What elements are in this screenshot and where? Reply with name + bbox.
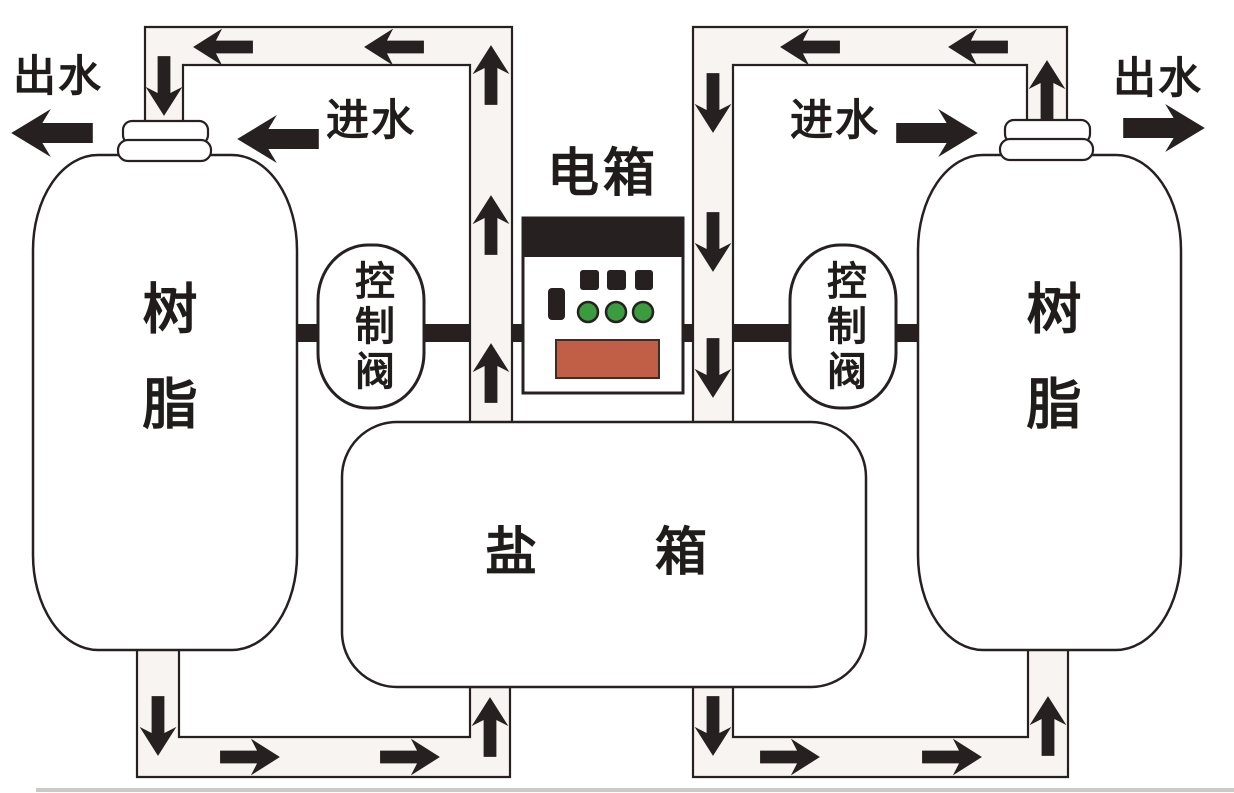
resin-tank-right-label: 树脂 — [1017, 280, 1081, 470]
electric-box — [521, 216, 685, 395]
indicator-light-icon — [631, 300, 655, 324]
inlet-left-label: 进水 — [326, 96, 416, 146]
inlet-arrow-icon — [237, 115, 319, 163]
electric-box-label: 电箱 — [546, 144, 659, 204]
outlet-arrow-icon — [11, 109, 93, 157]
page-edge-line — [36, 788, 1234, 792]
breaker-switch-icon — [548, 288, 565, 320]
tank-cap-right — [998, 118, 1095, 162]
button-icon — [635, 270, 653, 290]
outlet-arrow-icon — [1123, 104, 1205, 152]
tank-cap-left — [116, 119, 213, 163]
indicator-light-icon — [604, 300, 628, 324]
salt-tank-shape — [340, 420, 868, 689]
indicator-light-icon — [576, 300, 600, 324]
inlet-right-label: 进水 — [790, 96, 880, 146]
control-valve-left-shape — [316, 243, 426, 410]
electric-box-header — [523, 218, 683, 257]
outlet-right-label: 出水 — [1113, 54, 1203, 104]
control-valve-right-shape — [788, 243, 898, 410]
inlet-arrow-icon — [896, 109, 978, 157]
salt-tank-label: 盐箱 — [485, 523, 826, 583]
resin-tank-left-label: 树脂 — [133, 280, 197, 470]
outlet-left-label: 出水 — [13, 52, 103, 102]
control-valve-left-label: 控制阀 — [348, 260, 394, 395]
display-screen — [555, 339, 660, 379]
button-icon — [580, 270, 599, 290]
button-icon — [607, 270, 626, 290]
control-valve-right-label: 控制阀 — [820, 260, 866, 395]
